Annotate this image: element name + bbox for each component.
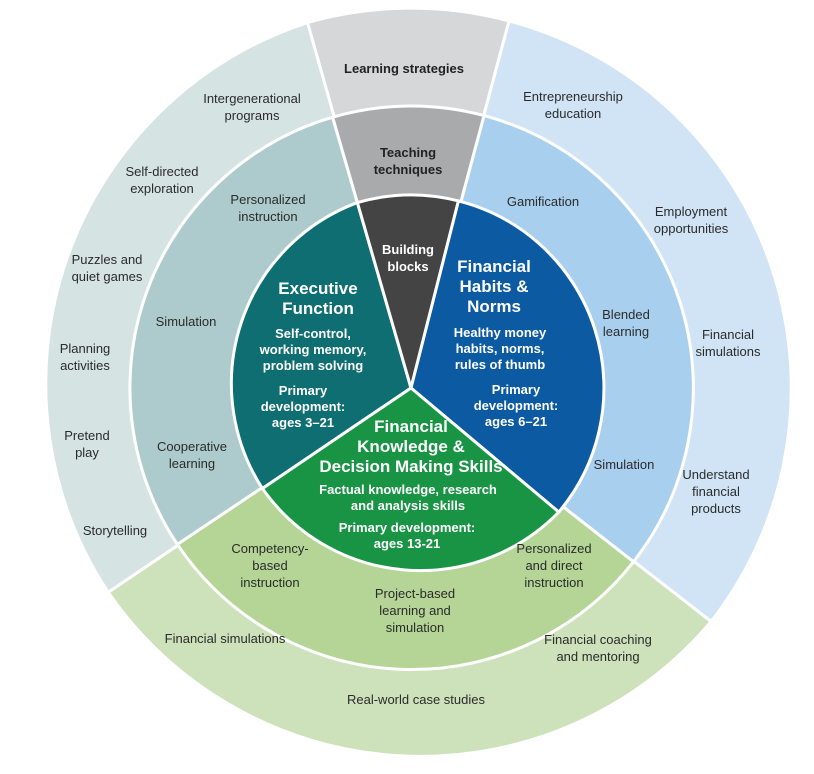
middle-left-item: Simulation — [156, 314, 217, 329]
outer-bottom-item: Real-world case studies — [347, 692, 486, 707]
financial-knowledge-sector — [260, 386, 561, 573]
middle-right-item: Gamification — [507, 194, 579, 209]
middle-right-item: Simulation — [594, 457, 655, 472]
building-blocks-sector — [355, 193, 461, 394]
financial-knowledge-development: Primary development:ages 13-21 — [339, 520, 476, 551]
financial-habits-sector — [409, 199, 606, 515]
outer-bottom-item: Financial simulations — [165, 631, 286, 646]
learning-strategies-label: Learning strategies — [344, 61, 464, 76]
executive-function-description: Self-control,working memory,problem solv… — [259, 326, 367, 373]
outer-left-item: Storytelling — [83, 523, 147, 538]
